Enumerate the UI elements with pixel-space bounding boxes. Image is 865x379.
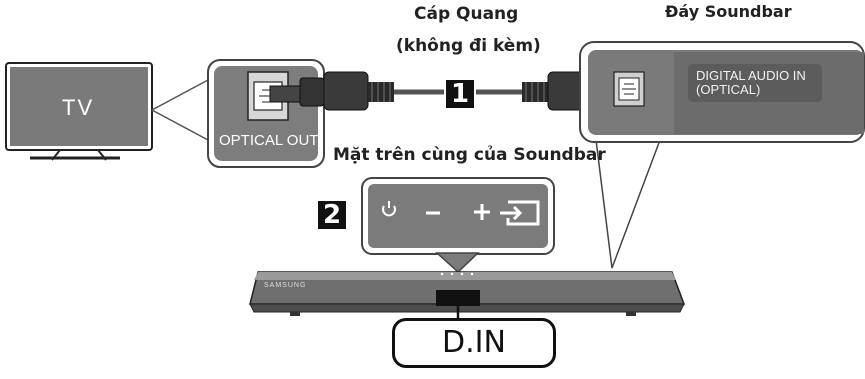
- digital-audio-in-line1: DIGITAL AUDIO IN: [696, 68, 806, 83]
- step-2-badge: 2: [316, 199, 348, 231]
- soundbar-display: [436, 290, 480, 306]
- soundbar-bottom-title: Đáy Soundbar: [665, 2, 792, 21]
- soundbar-bottom-panel: [579, 41, 865, 269]
- power-icon: [382, 201, 396, 217]
- tv-label: TV: [62, 95, 95, 120]
- step-1-badge: 1: [444, 78, 476, 110]
- tv-port-label: OPTICAL OUT: [219, 132, 319, 149]
- optical-port-icon-soundbar: [613, 71, 645, 107]
- soundbar-top-panel: [361, 177, 555, 274]
- digital-audio-in-line2: (OPTICAL): [696, 82, 761, 97]
- tv-zoom-wedge: [150, 78, 209, 142]
- source-input-icon: [500, 200, 540, 226]
- digital-audio-in-label: DIGITAL AUDIO IN (OPTICAL): [696, 69, 806, 97]
- cable-title: Cáp Quang: [414, 4, 519, 24]
- soundbar-brand-logo: SAMSUNG: [264, 282, 307, 289]
- din-display-callout: D.IN: [392, 318, 556, 368]
- tv: [5, 62, 153, 161]
- cable-plug-left: [269, 71, 394, 111]
- cable-subtitle: (không đi kèm): [396, 36, 541, 56]
- volume-up-icon: [474, 204, 490, 220]
- soundbar-body: [249, 271, 686, 316]
- soundbar-top-title: Mặt trên cùng của Soundbar: [333, 145, 606, 165]
